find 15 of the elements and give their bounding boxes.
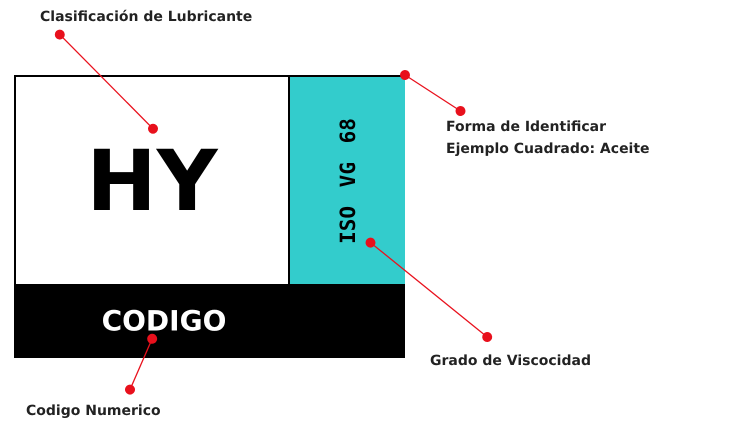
- leader-line: [400, 70, 466, 116]
- annotation-text: Forma de Identificar: [446, 118, 608, 137]
- annotation-text: Grado de Viscocidad: [430, 352, 592, 371]
- annotation-text: Ejemplo Cuadrado: Aceite: [446, 140, 651, 159]
- annotation-text: Clasificación de Lubricante: [40, 8, 254, 27]
- leader-line: [125, 334, 158, 395]
- class-code: HY: [86, 138, 218, 222]
- viscosity-grade: ISO VG 68: [336, 118, 360, 244]
- leader-line: [366, 238, 492, 342]
- label-card: [14, 75, 405, 358]
- code-band: [16, 284, 405, 358]
- code-text: CODIGO: [102, 304, 226, 338]
- annotation-text: Codigo Numerico: [26, 402, 162, 421]
- viscosity-panel: [290, 77, 405, 284]
- leader-line: [54, 30, 158, 134]
